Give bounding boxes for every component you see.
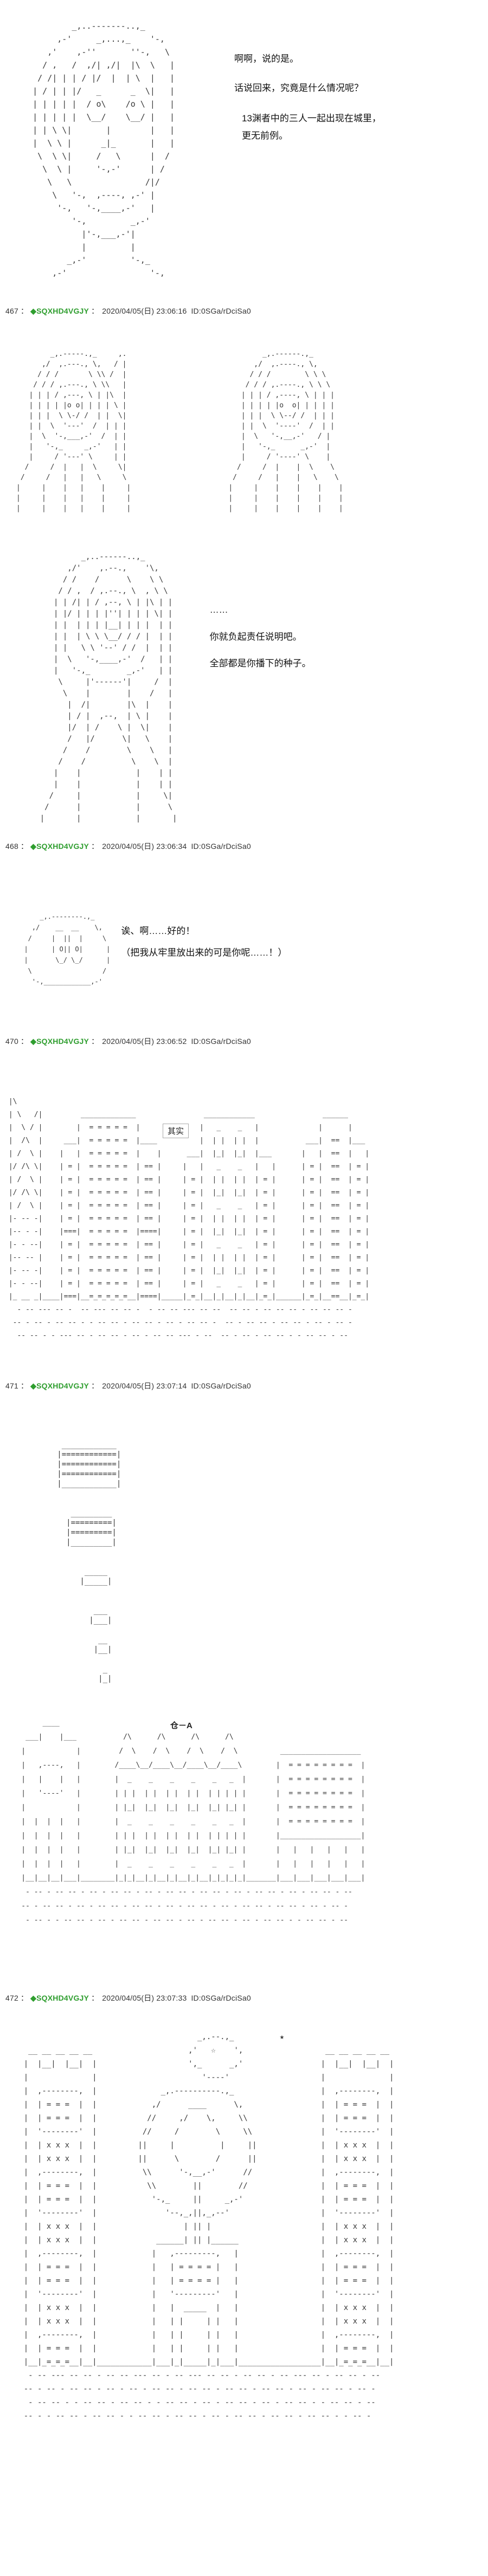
dialogue-line: 话说回来，究竟是什么情况呢？ [234, 82, 364, 93]
warehouse-scene: ____ ___| |___ /\ /\ /\ /\ | | / \ / \ /… [0, 1716, 488, 1928]
sign-label: 仓－A [166, 1718, 197, 1732]
separator: ： [91, 1037, 99, 1046]
dialogue-line: 你就负起责任说明吧。 [209, 631, 302, 642]
separator: ： [20, 1994, 29, 2002]
ascii-art-face: _,..-------..,_ ,-' _,...,_ '-, ,' ,-'' … [33, 21, 175, 278]
figure-dialogue-block: …… 你就负起责任说明吧。 全部都是你播下的种子。 [210, 551, 311, 684]
ascii-art-creature: _,.--------.,_ ,/ __ __ \, / | || | \ | … [24, 913, 111, 985]
post-datetime: 2020/04/05(日) 23:06:16 [102, 307, 187, 315]
dialogue-line: 诶、啊……好的！ [121, 926, 195, 936]
figure-row: _,..------..,_ ,/' ,.--., '\, / / / \ \ … [0, 551, 488, 825]
poster-tripcode: ◆SQXHD4VGJY [30, 1994, 89, 2002]
post-468: _,.--------.,_ ,/ __ __ \, / | || | \ | … [0, 911, 488, 987]
separator: ： [20, 1381, 29, 1390]
post-number: 472 [5, 1994, 18, 2002]
separator: ： [91, 1994, 99, 2002]
poster-tripcode: ◆SQXHD4VGJY [30, 307, 89, 315]
dialogue-line: 更无前例。 [242, 131, 288, 141]
dialogue-line: 13渊者中的三人一起出现在城里， [242, 113, 381, 124]
separator: ： [91, 1381, 99, 1390]
poster-tripcode: ◆SQXHD4VGJY [30, 1037, 89, 1046]
intro-row: _,..-------..,_ ,-' _,...,_ '-, ,' ,-'' … [0, 20, 488, 280]
post-userid: ID:0SGa/rDciSa0 [191, 307, 251, 315]
post-number: 471 [5, 1381, 18, 1390]
post-userid: ID:0SGa/rDciSa0 [191, 1037, 251, 1046]
post-intro: _,..-------..,_ ,-' _,...,_ '-, ,' ,-'' … [0, 20, 488, 280]
ascii-art-warehouse: ____ ___| |___ /\ /\ /\ /\ | | / \ / \ /… [21, 1719, 365, 1924]
ascii-art-sign-boxes: ____________ |============| |===========… [57, 1441, 121, 1683]
separator: ： [91, 307, 99, 315]
dialogue-line: 全部都是你播下的种子。 [209, 658, 311, 669]
ascii-art-two-figures: _,.-----.,_ ,. _,.------.,_ ,/ ,.---., \… [16, 350, 343, 512]
separator: ： [91, 842, 99, 851]
dialogue-line: 啊啊，说的是。 [234, 54, 299, 64]
dialogue-line: （把我从牢里放出来的可是你呢……！） [121, 947, 287, 958]
ascii-art-cityscape: |\ | \ /| _____________ ____________ ___… [8, 1098, 370, 1340]
creature-row: _,.--------.,_ ,/ __ __ \, / | || | \ | … [0, 911, 488, 987]
post-userid: ID:0SGa/rDciSa0 [191, 1381, 251, 1390]
poster-tripcode: ◆SQXHD4VGJY [30, 1381, 89, 1390]
post-467: _,.-----.,_ ,. _,.------.,_ ,/ ,.---., \… [0, 349, 488, 825]
intro-dialogue-block: 啊啊，说的是。 话说回来，究竟是什么情况呢？ 13渊者中的三人一起出现在城里， 更… [234, 20, 381, 160]
post-datetime: 2020/04/05(日) 23:07:33 [102, 1994, 187, 2002]
post-datetime: 2020/04/05(日) 23:06:34 [102, 842, 187, 851]
creature-dialogue-block: 诶、啊……好的！ （把我从牢里放出来的可是你呢……！） [121, 911, 287, 967]
thread-page: _,..-------..,_ ,-' _,...,_ '-, ,' ,-'' … [0, 20, 488, 2423]
dialogue-line-group: 13渊者中的三人一起出现在城里， 更无前例。 [234, 110, 381, 145]
dialogue-line: …… [209, 605, 228, 615]
post-datetime: 2020/04/05(日) 23:06:52 [102, 1037, 187, 1046]
city-scene: |\ | \ /| _____________ ____________ ___… [0, 1095, 488, 1342]
post-number: 467 [5, 307, 18, 315]
poster-tripcode: ◆SQXHD4VGJY [30, 842, 89, 851]
post-472: _,.--.,_ ★ __ __ __ __ __ ,' ☆ ', __ __ … [0, 2030, 488, 2423]
post-userid: ID:0SGa/rDciSa0 [191, 1994, 251, 2002]
post-471: ____________ |============| |===========… [0, 1440, 488, 1928]
separator: ： [20, 1037, 29, 1046]
ascii-art-castle-towers: _,.--.,_ ★ __ __ __ __ __ ,' ☆ ', __ __ … [23, 2033, 394, 2421]
post-470: |\ | \ /| _____________ ____________ ___… [0, 1095, 488, 1342]
post-number: 468 [5, 842, 18, 851]
post-number: 470 [5, 1037, 18, 1046]
narration-label: 其实 [163, 1124, 189, 1138]
separator: ： [20, 842, 29, 851]
separator: ： [20, 307, 29, 315]
post-datetime: 2020/04/05(日) 23:07:14 [102, 1381, 187, 1390]
ascii-art-single-figure: _,..------..,_ ,/' ,.--., '\, / / / \ \ … [40, 553, 177, 823]
post-userid: ID:0SGa/rDciSa0 [191, 842, 251, 851]
